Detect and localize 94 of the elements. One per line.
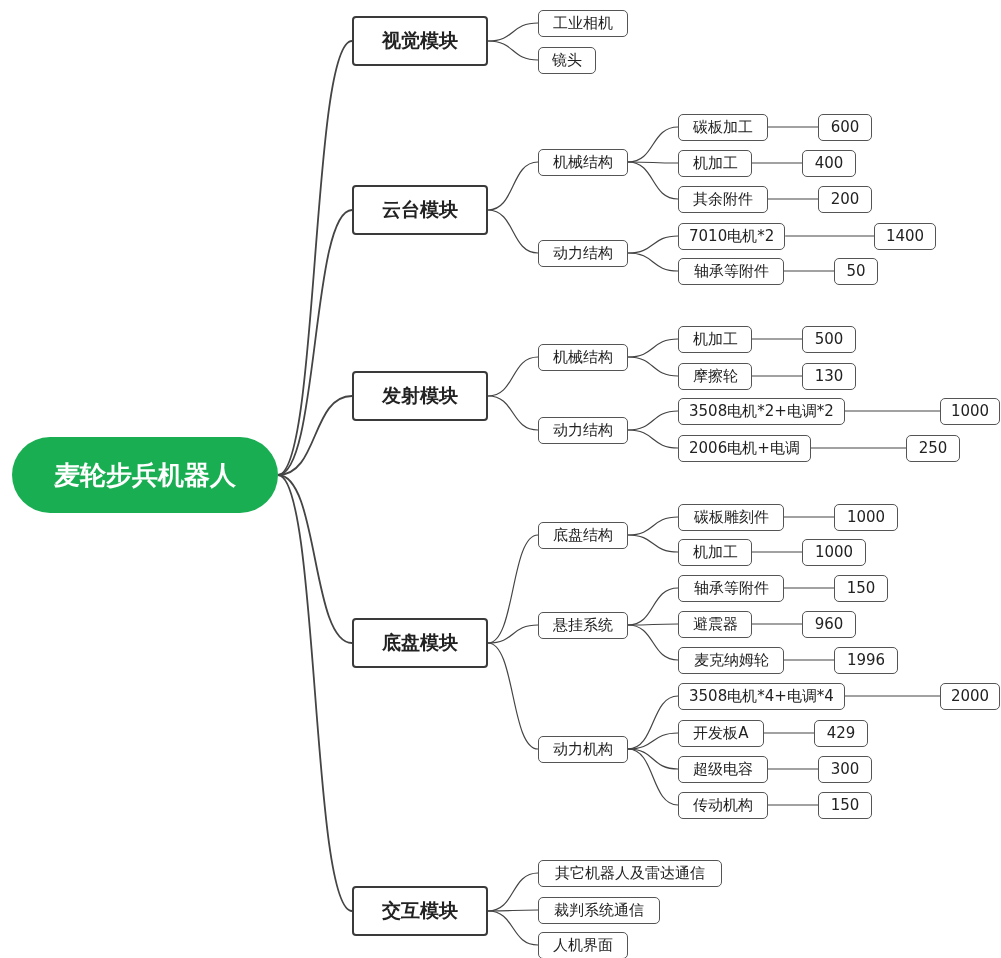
cost-box: 1000 — [940, 397, 1000, 425]
cost-box: 600 — [818, 113, 872, 141]
branch-line — [277, 40, 353, 476]
branch-line — [783, 516, 835, 518]
cost-box: 1996 — [834, 646, 898, 674]
branch-line — [627, 748, 679, 770]
branch-line — [767, 126, 819, 128]
cost-box: 1000 — [802, 538, 866, 566]
topic-box: 传动机构 — [678, 791, 768, 819]
branch-line — [767, 198, 819, 200]
cost-box: 50 — [834, 257, 878, 285]
cost-box: 960 — [802, 610, 856, 638]
topic-box: 机械结构 — [538, 148, 628, 176]
cost-box: 250 — [906, 434, 960, 462]
branch-line — [277, 474, 353, 644]
branch-line — [627, 429, 679, 449]
cost-box: 2000 — [940, 682, 1000, 710]
branch-line — [487, 910, 539, 946]
topic-box: 其它机器人及雷达通信 — [538, 859, 722, 887]
cost-box: 429 — [814, 719, 868, 747]
topic-box: 机加工 — [678, 325, 752, 353]
branch-line — [751, 623, 803, 625]
branch-line — [627, 624, 679, 661]
branch-line — [487, 624, 539, 644]
module-box: 云台模块 — [352, 185, 488, 235]
cost-box: 1000 — [834, 503, 898, 531]
topic-box: 开发板A — [678, 719, 764, 747]
topic-box: 2006电机+电调 — [678, 434, 811, 462]
branch-line — [627, 161, 679, 200]
branch-line — [487, 40, 539, 61]
branch-line — [487, 395, 539, 431]
cost-box: 400 — [802, 149, 856, 177]
branch-line — [784, 235, 875, 237]
branch-line — [767, 768, 819, 770]
branch-line — [751, 162, 803, 164]
branch-line — [627, 623, 679, 626]
topic-box: 7010电机*2 — [678, 222, 786, 250]
branch-line — [751, 375, 803, 377]
branch-line — [783, 270, 835, 272]
branch-line — [783, 587, 835, 589]
branch-line — [627, 161, 679, 164]
topic-box: 3508电机*4+电调*4 — [678, 682, 845, 710]
topic-box: 动力结构 — [538, 239, 628, 267]
branch-line — [627, 534, 679, 553]
branch-line — [751, 551, 803, 553]
branch-line — [844, 410, 941, 412]
module-box: 交互模块 — [352, 886, 488, 936]
branch-line — [844, 695, 941, 697]
branch-line — [627, 748, 679, 806]
topic-box: 碳板加工 — [678, 113, 768, 141]
topic-box: 避震器 — [678, 610, 752, 638]
root-node: 麦轮步兵机器人 — [12, 437, 278, 513]
topic-box: 摩擦轮 — [678, 362, 752, 390]
cost-box: 1400 — [874, 222, 936, 250]
cost-box: 200 — [818, 185, 872, 213]
branch-line — [487, 909, 539, 912]
branch-line — [487, 161, 539, 211]
topic-box: 轴承等附件 — [678, 574, 784, 602]
topic-box: 超级电容 — [678, 755, 768, 783]
branch-line — [627, 252, 679, 272]
cost-box: 150 — [818, 791, 872, 819]
branch-line — [277, 474, 353, 912]
topic-box: 动力结构 — [538, 416, 628, 444]
branch-line — [763, 732, 815, 734]
module-box: 底盘模块 — [352, 618, 488, 668]
branch-line — [487, 209, 539, 254]
topic-box: 镜头 — [538, 46, 596, 74]
topic-box: 悬挂系统 — [538, 611, 628, 639]
topic-box: 轴承等附件 — [678, 257, 784, 285]
branch-line — [487, 356, 539, 397]
cost-box: 500 — [802, 325, 856, 353]
topic-box: 动力机构 — [538, 735, 628, 763]
topic-box: 机加工 — [678, 149, 752, 177]
topic-box: 3508电机*2+电调*2 — [678, 397, 845, 425]
branch-line — [810, 447, 907, 449]
branch-line — [767, 804, 819, 806]
topic-box: 机械结构 — [538, 343, 628, 371]
branch-line — [783, 659, 835, 661]
branch-line — [487, 642, 539, 750]
module-box: 发射模块 — [352, 371, 488, 421]
topic-box: 麦克纳姆轮 — [678, 646, 784, 674]
topic-box: 人机界面 — [538, 931, 628, 958]
branch-line — [627, 356, 679, 377]
cost-box: 150 — [834, 574, 888, 602]
module-box: 视觉模块 — [352, 16, 488, 66]
topic-box: 机加工 — [678, 538, 752, 566]
topic-box: 底盘结构 — [538, 521, 628, 549]
topic-box: 碳板雕刻件 — [678, 503, 784, 531]
cost-box: 130 — [802, 362, 856, 390]
cost-box: 300 — [818, 755, 872, 783]
topic-box: 其余附件 — [678, 185, 768, 213]
topic-box: 裁判系统通信 — [538, 896, 660, 924]
branch-line — [751, 338, 803, 340]
topic-box: 工业相机 — [538, 9, 628, 37]
